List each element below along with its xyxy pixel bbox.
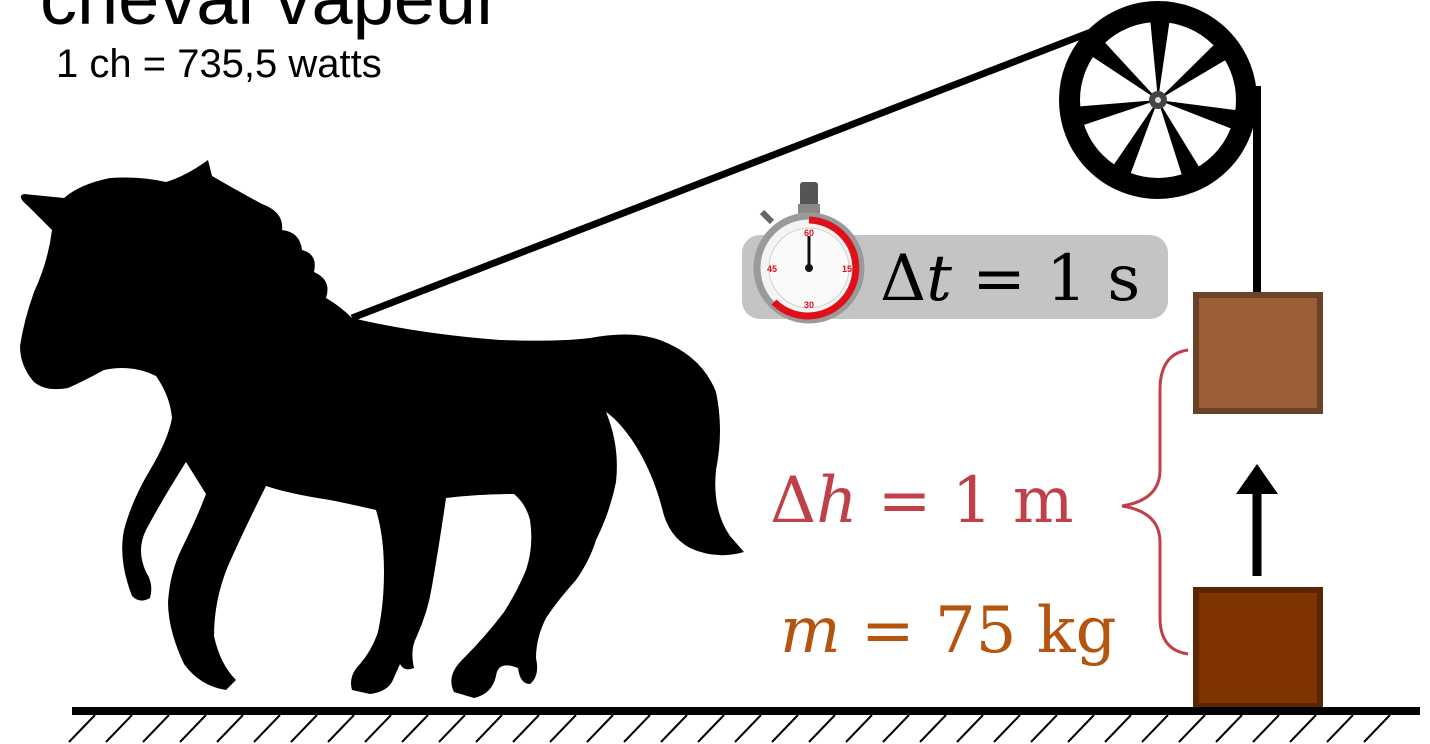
ground-hatch-mark: [253, 714, 281, 743]
ground-hatch-mark: [105, 714, 133, 743]
ground-hatch-mark: [1104, 714, 1132, 743]
ground-hatch-mark: [660, 714, 688, 743]
rope-to-pulley: [350, 16, 1124, 322]
ground-hatch-mark: [142, 714, 170, 743]
horse-silhouette-icon: [20, 160, 744, 698]
ground-hatch-mark: [1363, 714, 1391, 743]
ground-hatch-mark: [919, 714, 947, 743]
raised-mass-box: [1193, 292, 1323, 414]
ground-hatch-mark: [1067, 714, 1095, 743]
pulley-wheel-icon: [1059, 1, 1257, 199]
ground-hatch-mark: [1141, 714, 1169, 743]
ground-hatch-mark: [882, 714, 910, 743]
ground-hatch-mark: [290, 714, 318, 743]
ground-hatch-mark: [1030, 714, 1058, 743]
diagram-title: cheval vapeur: [40, 0, 501, 36]
ground-mass-box: [1193, 587, 1323, 709]
ground-hatch-mark: [1289, 714, 1317, 743]
ground-hatch-mark: [771, 714, 799, 743]
ground-hatch-mark: [623, 714, 651, 743]
ground-hatch-mark: [438, 714, 466, 743]
ground-hatch-mark: [1252, 714, 1280, 743]
ground-hatch-mark: [1326, 714, 1354, 743]
diagram-subtitle: 1 ch = 735,5 watts: [56, 42, 382, 86]
ground-line: [68, 707, 1420, 743]
ground-hatch-mark: [475, 714, 503, 743]
ground-hatch-mark: [512, 714, 540, 743]
ground-hatch-mark: [1178, 714, 1206, 743]
ground-hatch-mark: [845, 714, 873, 743]
stopwatch-tick-45: 45: [767, 264, 777, 274]
ground-hatch-mark: [1215, 714, 1243, 743]
height-label: Δh = 1 m: [770, 464, 1074, 538]
ground-hatch-mark: [549, 714, 577, 743]
ground-hatch-mark: [401, 714, 429, 743]
height-brace: [1121, 348, 1189, 656]
ground-hatch-mark: [956, 714, 984, 743]
ground-hatch-mark: [179, 714, 207, 743]
ground-hatch-mark: [993, 714, 1021, 743]
ground-hatch-mark: [327, 714, 355, 743]
ground-hatch-mark: [697, 714, 725, 743]
ground-hatch-mark: [364, 714, 392, 743]
ground-hatch-mark: [808, 714, 836, 743]
ground-hatch-mark: [734, 714, 762, 743]
time-interval-label: Δt = 1 s: [880, 242, 1140, 316]
stopwatch-tick-30: 30: [804, 300, 814, 310]
stopwatch-tick-60: 60: [804, 228, 814, 238]
stopwatch-icon: 60 15 30 45: [753, 182, 865, 324]
ground-hatch-mark: [586, 714, 614, 743]
up-arrow-icon: [1236, 464, 1278, 576]
mass-label: m = 75 kg: [780, 594, 1117, 668]
ground-hatch-mark: [68, 714, 96, 743]
ground-hatch-mark: [216, 714, 244, 743]
stopwatch-tick-15: 15: [842, 264, 852, 274]
